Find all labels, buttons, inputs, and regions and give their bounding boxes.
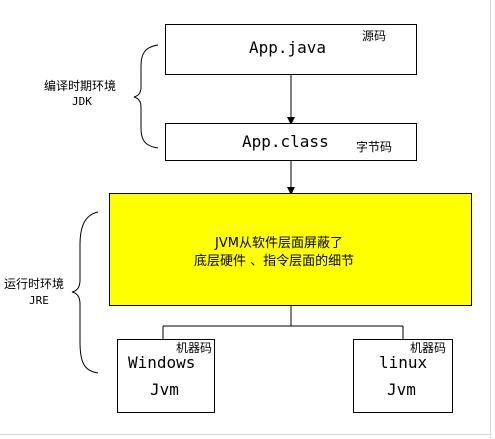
runtime-env-label: 运行时环境 [4, 277, 65, 291]
jvm-desc-line2: 底层硬件 、指令层面的细节 [194, 254, 355, 269]
source-file-name: App.java [249, 38, 327, 57]
windows-machine-code-tag: 机器码 [176, 341, 213, 355]
linux-machine-code-tag: 机器码 [410, 341, 447, 355]
windows-os-name: Windows [128, 353, 196, 372]
jvm-box: JVM从软件层面屏蔽了 底层硬件 、指令层面的细节 [109, 193, 472, 306]
runtime-env-brace [71, 211, 99, 374]
bytecode-box: App.class 字节码 [165, 123, 417, 161]
frame-edge-right [490, 0, 491, 439]
compile-env-abbr: JDK [72, 95, 92, 108]
linux-jvm-label: Jvm [387, 380, 416, 399]
source-code-box: App.java 源码 [165, 24, 417, 75]
bytecode-tag: 字节码 [356, 140, 393, 154]
linux-os-name: linux [379, 353, 428, 372]
compile-env-label: 编译时期环境 [44, 79, 117, 93]
source-code-tag: 源码 [362, 29, 387, 43]
class-file-name: App.class [242, 132, 329, 151]
frame-edge-bottom [0, 434, 491, 435]
linux-jvm-box: linux Jvm [353, 339, 453, 413]
windows-jvm-box: Windows Jvm [117, 339, 215, 413]
windows-jvm-label: Jvm [150, 380, 179, 399]
jvm-desc-line1: JVM从软件层面屏蔽了 [215, 236, 343, 251]
runtime-env-abbr: JRE [29, 294, 49, 307]
compile-env-brace [133, 44, 159, 149]
